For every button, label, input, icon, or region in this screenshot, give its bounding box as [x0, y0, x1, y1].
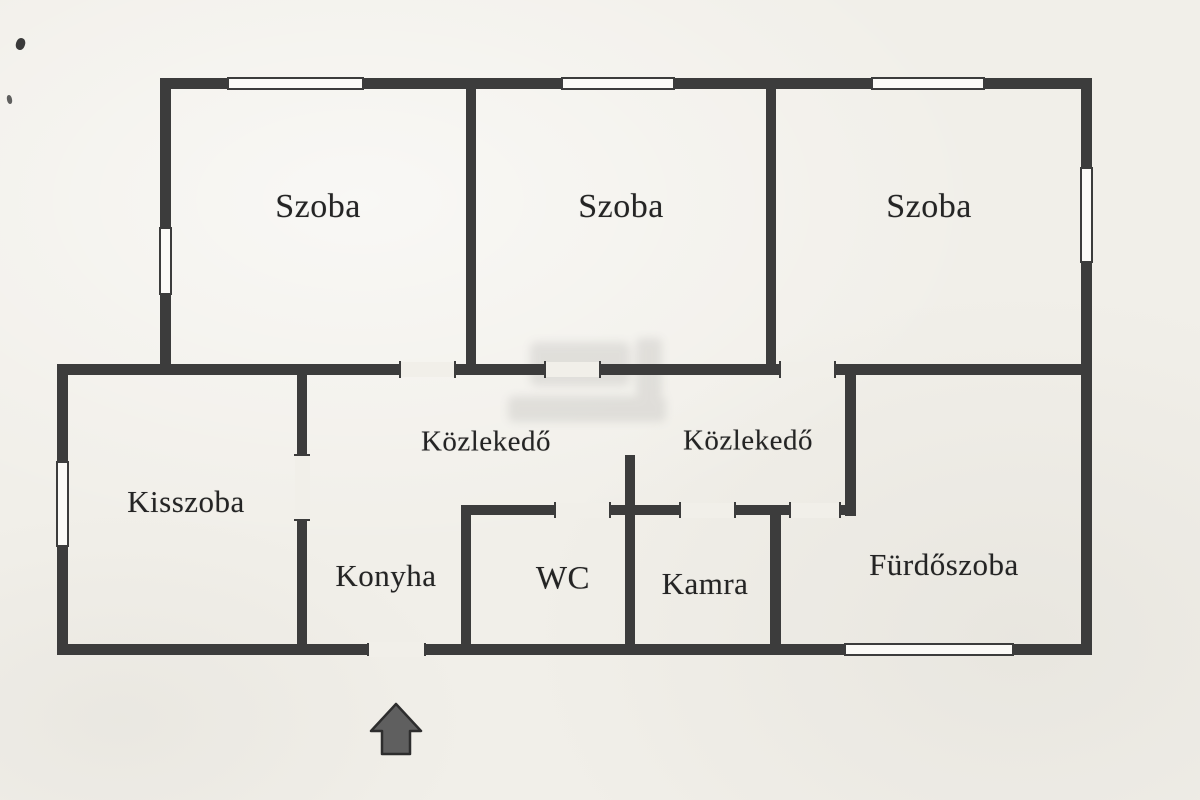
- wall: [466, 89, 476, 364]
- room-label-kisszoba: Kisszoba: [127, 484, 245, 519]
- room-label-konyha: Konyha: [335, 558, 437, 593]
- window: [159, 227, 172, 295]
- window: [227, 77, 364, 90]
- room-label-szoba-3: Szoba: [886, 188, 972, 225]
- room-label-kamra: Kamra: [661, 566, 749, 601]
- door-opening: [400, 362, 455, 377]
- window: [561, 77, 675, 90]
- windows: [56, 77, 1093, 656]
- room-label-furdoszoba: Fürdőszoba: [869, 547, 1019, 582]
- entrance-arrow-icon: [369, 702, 423, 756]
- wall: [160, 78, 171, 375]
- wall: [461, 505, 471, 655]
- wall: [461, 505, 856, 515]
- door-opening: [295, 455, 310, 520]
- door-openings: [295, 362, 840, 657]
- window: [871, 77, 985, 90]
- window: [844, 643, 1014, 656]
- wall: [770, 505, 781, 655]
- wall: [766, 89, 776, 364]
- room-label-kozlekedo-1: Közlekedő: [420, 425, 552, 458]
- door-opening: [790, 503, 840, 518]
- window: [56, 461, 69, 547]
- room-label-wc: WC: [535, 560, 591, 597]
- wall: [625, 455, 635, 655]
- door-opening: [555, 503, 610, 518]
- door-opening: [545, 362, 600, 377]
- wall: [57, 644, 1092, 655]
- door-opening: [780, 362, 835, 377]
- wall: [845, 364, 856, 516]
- room-label-kozlekedo-2: Közlekedő: [682, 424, 814, 457]
- door-jambs: [294, 361, 841, 656]
- watermark: [508, 338, 666, 422]
- door-opening: [680, 503, 735, 518]
- room-label-szoba-2: Szoba: [578, 188, 664, 225]
- entrance-opening: [368, 642, 425, 657]
- room-label-szoba-1: Szoba: [275, 188, 361, 225]
- window: [1080, 167, 1093, 263]
- wall: [1081, 78, 1092, 655]
